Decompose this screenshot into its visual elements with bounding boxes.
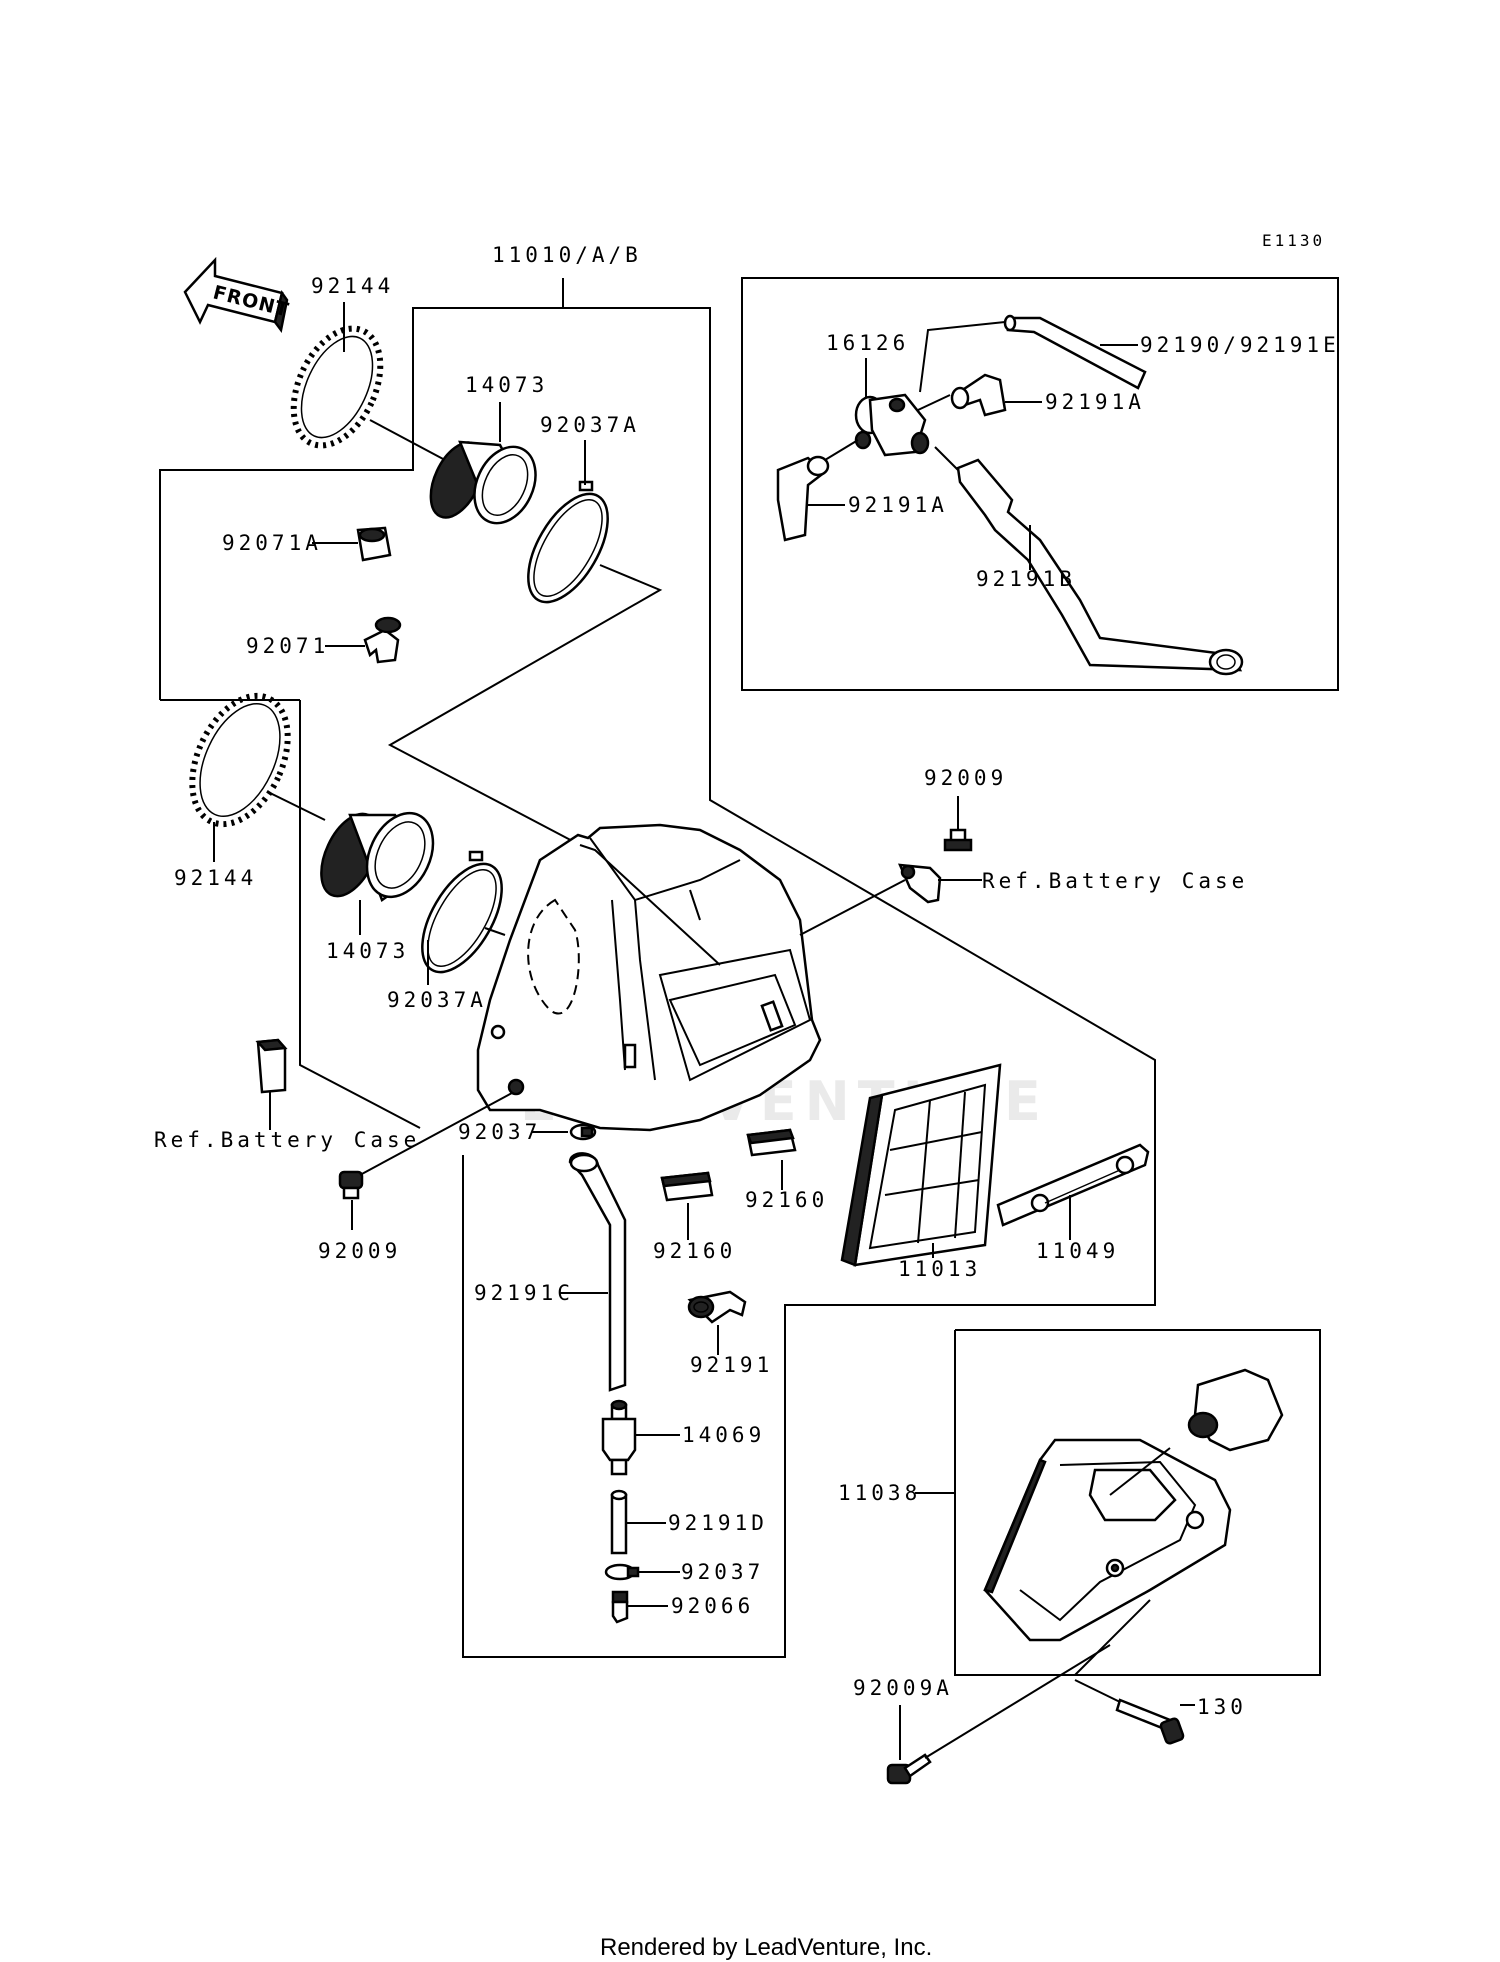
holder-11049 [996,1143,1150,1227]
case-cap [1109,1368,1284,1496]
ref-battery-top: Ref.Battery Case [982,869,1248,893]
bolt-92009A [886,1753,932,1785]
label-92144-left: 92144 [174,866,257,890]
hose-92190 [1003,314,1147,390]
pad-92160-right [746,1128,797,1157]
label-92071A: 92071A [222,531,322,555]
joint-14073-upper [429,440,537,525]
label-11013: 11013 [898,1257,981,1281]
joint-14073-lower [320,811,435,902]
label-92066: 92066 [671,1594,754,1618]
label-92191C: 92191C [474,1281,574,1305]
bolt-130 [1115,1698,1185,1745]
label-92191: 92191 [690,1353,773,1377]
spring-92144-lower [189,692,291,828]
clamp-92037-low [604,1563,640,1581]
front-arrow: FRONT [183,256,291,333]
label-92191B: 92191B [976,567,1076,591]
clamp-92037-mid [569,1123,597,1141]
bolt-92009-top [943,828,973,852]
label-14073-top: 14073 [465,373,548,397]
label-92160-right: 92160 [745,1188,828,1212]
battery-ref-block [255,1038,288,1094]
spring-92144-upper [290,325,384,449]
band-92037A-lower [421,850,503,974]
label-130: 130 [1197,1695,1247,1719]
label-92144-top: 92144 [311,274,394,298]
label-92037A-top: 92037A [540,413,640,437]
hose-92191 [687,1290,747,1324]
element-11013 [840,1063,1002,1267]
fitting-92071 [363,616,402,664]
label-92191A-lower: 92191A [848,493,948,517]
label-92071: 92071 [246,634,329,658]
label-92009A: 92009A [853,1676,953,1700]
assembly-bracket [159,278,1156,1658]
label-92191A-upper: 92191A [1045,390,1145,414]
ref-battery-left: Ref.Battery Case [154,1128,420,1152]
label-11038: 11038 [838,1481,921,1505]
case-11038 [983,1438,1232,1642]
label-14069: 14069 [682,1423,765,1447]
band-92037A-upper [527,480,609,604]
filter-14069 [601,1399,637,1476]
label-92191D: 92191D [668,1511,768,1535]
label-92160-left: 92160 [653,1239,736,1263]
hose-92191D [610,1489,628,1555]
label-92037A-left: 92037A [387,988,487,1012]
assy-label: 11010/A/B [492,243,642,267]
hose-92191A-upper [950,373,1007,417]
label-92009-top: 92009 [924,766,1007,790]
bracket-battery-top [898,863,942,904]
plug-92066 [611,1590,629,1624]
label-92037-low: 92037 [681,1560,764,1584]
label-92009-left: 92009 [318,1239,401,1263]
hose-92191C [568,1152,627,1392]
label-16126: 16126 [826,331,909,355]
breather-box [741,277,1339,691]
pad-92160-left [660,1171,714,1202]
air-cleaner-housing [476,823,822,1132]
cap-92071A [356,526,392,562]
label-11049: 11049 [1036,1239,1119,1263]
footer-credit: Rendered by LeadVenture, Inc. [600,1934,932,1961]
label-92190: 92190/92191E [1140,333,1340,357]
bolt-92009-left [338,1170,364,1200]
diagram-code: E1130 [1262,231,1325,250]
label-92037-mid: 92037 [458,1120,541,1144]
hose-92191B [956,458,1244,676]
hose-92191A-lower [776,455,830,542]
valve-16126 [854,393,930,457]
label-14073-left: 14073 [326,939,409,963]
